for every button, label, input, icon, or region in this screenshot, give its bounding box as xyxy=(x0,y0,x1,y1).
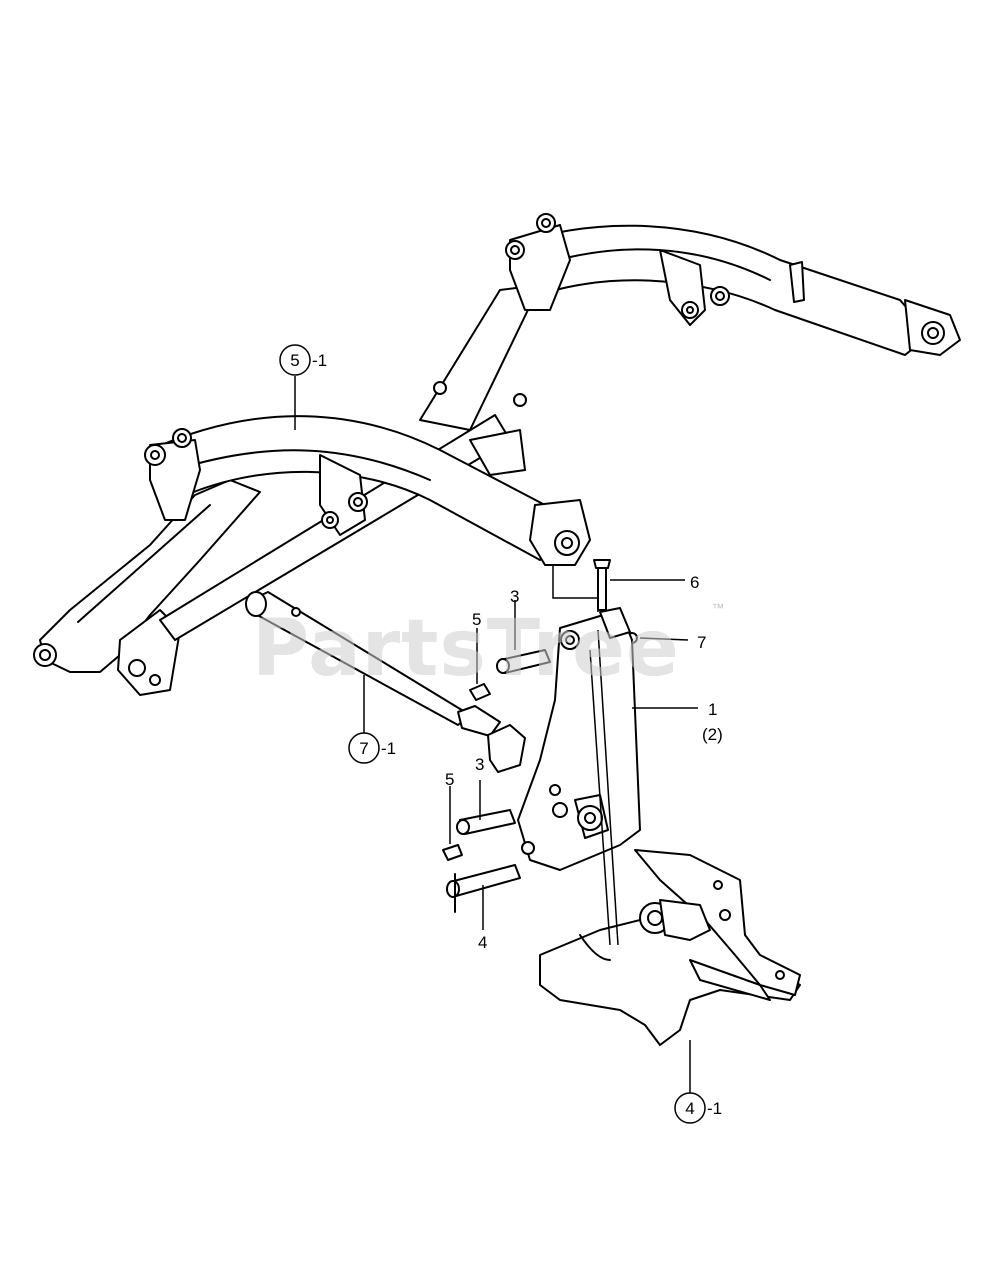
label-3-top: 3 xyxy=(510,587,519,606)
label-3-bottom: 3 xyxy=(475,755,484,774)
label-4: 4 xyxy=(478,933,487,952)
callout-7-1: 7 -1 xyxy=(348,732,396,764)
callout-7-1-suffix: -1 xyxy=(381,739,396,758)
mount-base xyxy=(539,849,801,1046)
callout-4-1-suffix: -1 xyxy=(707,1099,722,1118)
label-5-bottom: 5 xyxy=(445,770,454,789)
label-1: 1 xyxy=(708,700,717,719)
loader-frame xyxy=(33,213,961,696)
callout-5-1-number: 5 xyxy=(290,351,299,370)
watermark-trademark: ™ xyxy=(712,601,724,615)
callout-5-1: 5 -1 xyxy=(279,344,327,376)
label-7: 7 xyxy=(697,633,706,652)
watermark-text: PartsTree xyxy=(252,604,680,694)
label-6: 6 xyxy=(690,573,699,592)
label-5-top: 5 xyxy=(472,610,481,629)
hydraulic-cylinder xyxy=(245,591,526,773)
label-1-quantity: (2) xyxy=(702,725,723,744)
callout-4-1: 4 -1 xyxy=(674,1092,722,1124)
leader-lines xyxy=(294,376,698,1107)
callout-4-1-number: 4 xyxy=(685,1099,694,1118)
pins-and-fittings xyxy=(442,559,638,913)
callout-5-1-suffix: -1 xyxy=(312,351,327,370)
callout-7-1-number: 7 xyxy=(359,739,368,758)
